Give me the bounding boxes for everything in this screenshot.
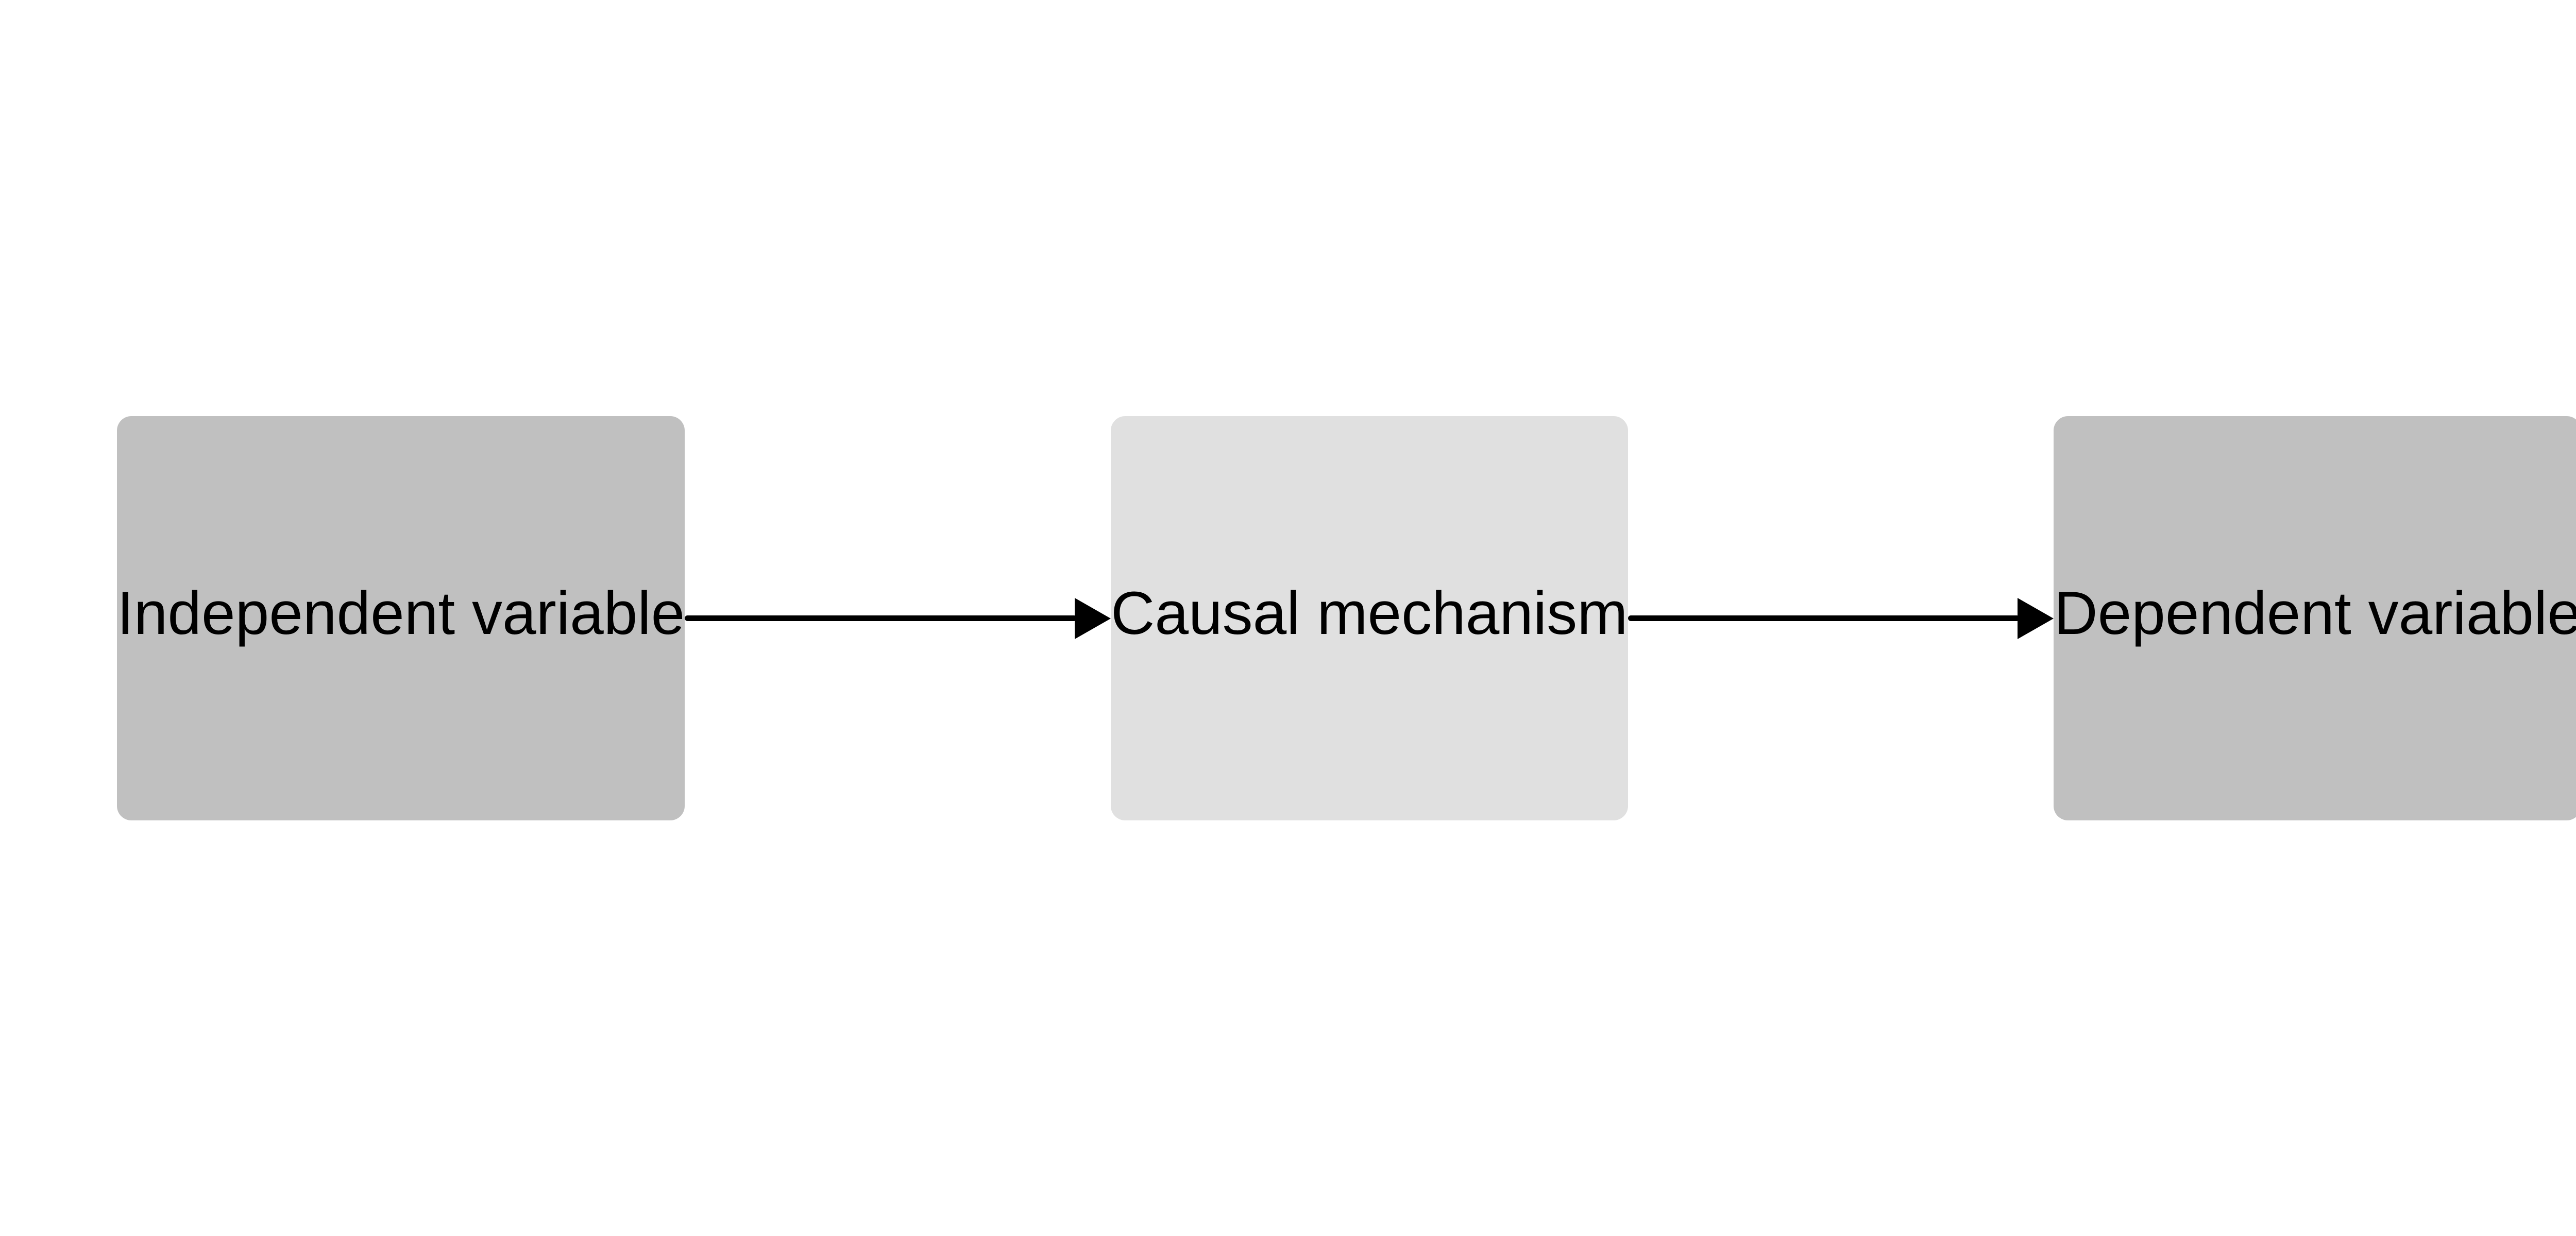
arrow-shaft: [685, 615, 1077, 621]
node-label: Dependent variable: [2054, 579, 2576, 647]
arrow-mechanism-to-dependent: [1628, 597, 2054, 639]
arrow-shaft: [1628, 615, 2020, 621]
diagram-row: Independent variable Causal mechanism De…: [117, 416, 2576, 820]
node-label: Causal mechanism: [1111, 579, 1628, 647]
node-causal-mechanism: Causal mechanism: [1111, 416, 1628, 820]
arrowhead-icon: [1075, 597, 1111, 639]
node-dependent-variable: Dependent variable: [2054, 416, 2576, 820]
node-independent-variable: Independent variable: [117, 416, 685, 820]
arrowhead-icon: [2018, 597, 2054, 639]
node-label: Independent variable: [117, 579, 685, 647]
arrow-independent-to-mechanism: [685, 597, 1111, 639]
